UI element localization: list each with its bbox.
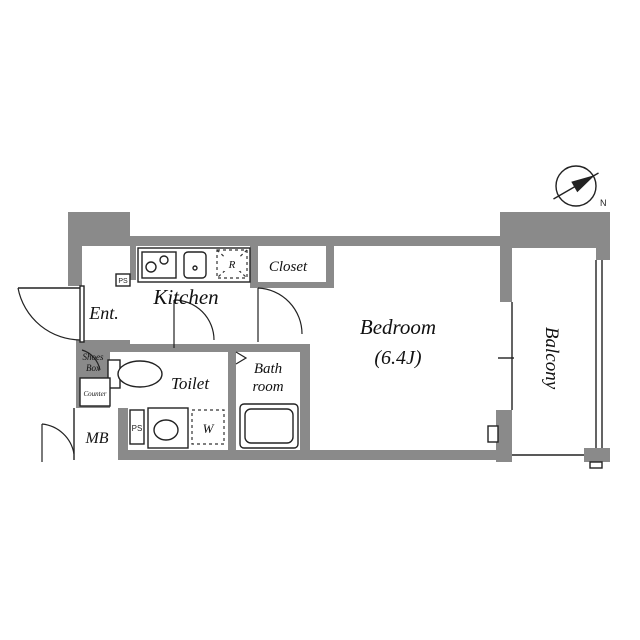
drain-icon: [192, 265, 198, 271]
closet-door[interactable]: [257, 287, 303, 342]
wall-right-lower: [496, 410, 512, 462]
utility-box: [487, 425, 499, 443]
wall-balcony-base: [584, 448, 610, 462]
bath-label-line1: Bath: [254, 361, 282, 377]
bath-door-marker[interactable]: [235, 351, 248, 365]
toilet-label: Toilet: [171, 374, 210, 393]
wall-right-upper: [500, 212, 512, 302]
wall-toilet-bath: [228, 352, 236, 452]
shoes-box-label-line2: Box: [86, 363, 100, 373]
wall-bottom: [118, 450, 512, 460]
walls: [68, 212, 610, 462]
refrigerator-label: R: [228, 259, 236, 271]
wall-left-upper: [68, 212, 82, 286]
compass-needle-icon: [571, 175, 596, 193]
bedroom-size-label: (6.4J): [374, 347, 422, 369]
balcony-outline: [511, 260, 603, 469]
washer-label: W: [203, 421, 215, 436]
mb-label: MB: [84, 430, 108, 447]
stove: [141, 251, 177, 279]
kitchen-ps-box: [115, 273, 131, 287]
toilet-door[interactable]: [81, 349, 101, 371]
wall-bottom-left: [118, 408, 128, 460]
shoes-box-label-line1: Shoes: [83, 352, 104, 362]
entrance-label: Ent.: [88, 303, 119, 323]
bedroom-label: Bedroom: [360, 315, 436, 339]
basin-bowl: [153, 419, 179, 441]
wall-kitchen-left: [130, 246, 136, 280]
mb-door[interactable]: [41, 423, 75, 462]
compass: N: [553, 165, 607, 208]
balcony-label: Balcony: [541, 327, 562, 390]
wall-closet-right: [326, 246, 334, 286]
counter-label: Counter: [84, 390, 107, 398]
burner-icon: [145, 261, 157, 273]
bathtub: [239, 403, 299, 449]
toilet-fixtures: PS W: [107, 359, 225, 449]
refrigerator-space: [216, 249, 248, 279]
wall-balcony-cap: [596, 248, 610, 260]
kitchen-fixtures: R PS: [115, 247, 251, 287]
compass-north-label: N: [600, 198, 607, 208]
wall-closet-left: [250, 246, 258, 286]
wall-top: [130, 236, 500, 246]
counter-box: [79, 377, 111, 407]
bath-label-line2: room: [252, 379, 283, 395]
kitchen-sink: [183, 251, 207, 279]
entrance-door-swing: [17, 287, 83, 341]
wall-closet-bottom: [250, 282, 334, 288]
toilet-ps-label: PS: [132, 424, 143, 433]
bath-fixtures: [239, 403, 299, 449]
toilet-bowl: [117, 360, 163, 388]
doors: [17, 285, 303, 462]
kitchen-ps-label: PS: [118, 278, 128, 285]
closet-label: Closet: [269, 259, 308, 275]
washer-space: [191, 409, 225, 445]
wall-top-right-block: [500, 212, 610, 248]
kitchen-label: Kitchen: [152, 285, 218, 309]
wall-bedroom-left: [300, 344, 310, 454]
toilet-ps-box: [129, 409, 145, 445]
room-labels: Kitchen Ent. Closet Bedroom (6.4J) Toile…: [79, 259, 562, 447]
burner-icon-2: [159, 255, 169, 265]
wall-mid-horizontal: [100, 344, 306, 352]
kitchen-door[interactable]: [173, 299, 215, 348]
